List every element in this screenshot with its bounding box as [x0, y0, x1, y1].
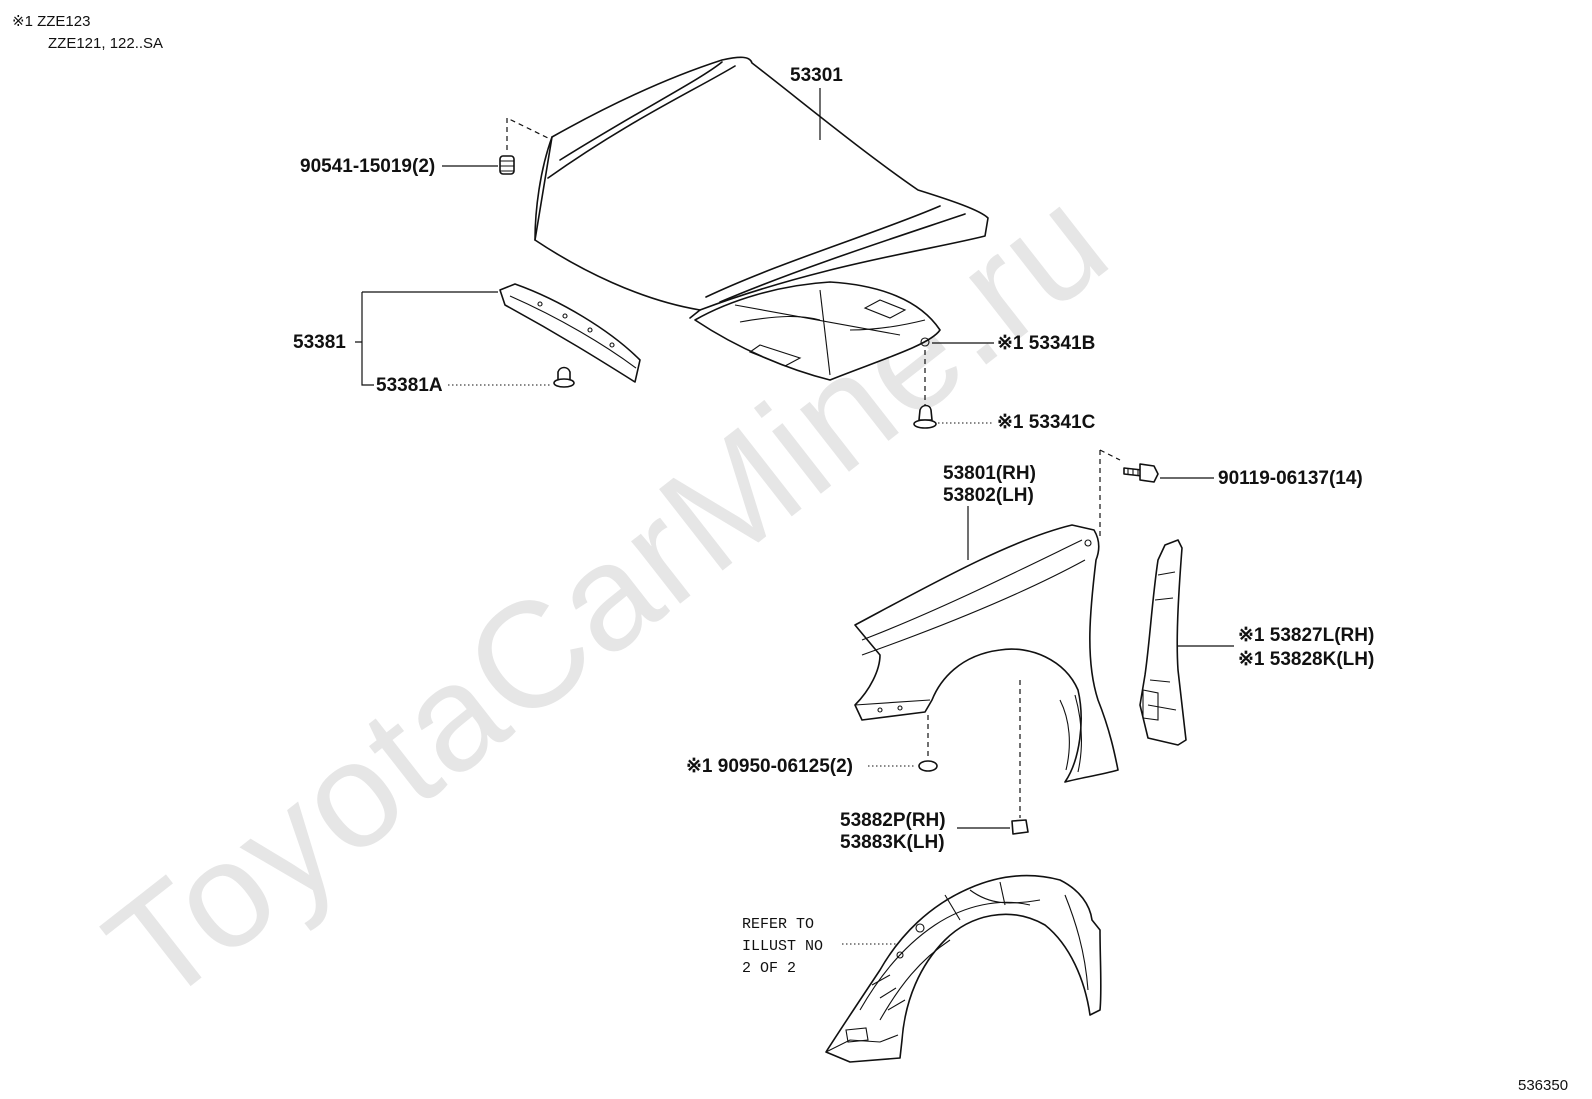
insulator-clip[interactable] [913, 404, 937, 429]
refer-note-line-2: ILLUST NO [742, 938, 823, 955]
fender-bracket[interactable] [1011, 819, 1029, 835]
fender-seal-panel[interactable] [1139, 539, 1187, 746]
callout-hood-cushion: 90541-15019(2) [300, 156, 435, 177]
callout-seal-panel-lh: ※1 53828K(LH) [1238, 649, 1374, 670]
fender-bolt[interactable] [1123, 463, 1159, 483]
callout-fender-lh: 53802(LH) [943, 485, 1034, 506]
fender-liner[interactable] [825, 874, 1102, 1063]
callout-insulator-clip: ※1 53341C [997, 412, 1096, 433]
dash-cushion [506, 117, 549, 150]
hood-panel[interactable] [534, 56, 989, 319]
callout-bolt: 90119-06137(14) [1218, 468, 1363, 489]
leader-seal [355, 291, 498, 386]
callout-seal-panel-rh: ※1 53827L(RH) [1238, 625, 1374, 646]
hood-cushion[interactable] [499, 155, 515, 175]
callout-insulator: ※1 53341B [997, 333, 1095, 354]
hole-plug[interactable] [918, 760, 938, 772]
legend-line-2: ZZE121, 122..SA [48, 35, 163, 52]
front-fender[interactable] [854, 524, 1119, 783]
callout-bracket-rh: 53882P(RH) [840, 810, 946, 831]
legend-line-1: ※1 ZZE123 [12, 13, 90, 30]
refer-note-line-1: REFER TO [742, 916, 814, 933]
hood-inner-frame[interactable] [694, 281, 941, 381]
callout-plug: ※1 90950-06125(2) [686, 756, 853, 777]
hood-to-cowl-seal[interactable] [499, 283, 641, 383]
callout-fender-rh: 53801(RH) [943, 463, 1036, 484]
callout-seal-clip: 53381A [376, 375, 443, 396]
callout-hood: 53301 [790, 65, 843, 86]
callout-bracket-lh: 53883K(LH) [840, 832, 945, 853]
illustration-number: 536350 [1518, 1077, 1568, 1094]
dash-bolt [1099, 449, 1121, 536]
seal-clip[interactable] [553, 366, 575, 388]
callout-seal: 53381 [293, 332, 346, 353]
refer-note-line-3: 2 OF 2 [742, 960, 796, 977]
